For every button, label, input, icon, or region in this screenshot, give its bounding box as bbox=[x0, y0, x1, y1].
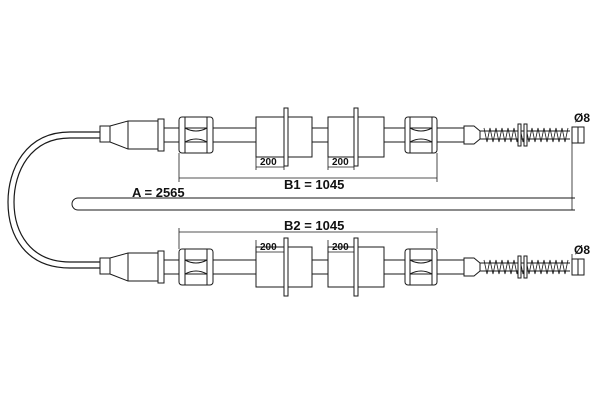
dim-a-label: A = 2565 bbox=[132, 185, 185, 200]
top-grommet-2 bbox=[327, 107, 385, 167]
bottom-dimensions bbox=[178, 228, 438, 253]
top-seg2-label: 200 bbox=[332, 157, 349, 168]
bottom-diameter-label: Ø8 bbox=[574, 243, 590, 257]
top-diameter-label: Ø8 bbox=[574, 111, 590, 125]
bottom-cable bbox=[99, 237, 585, 297]
bottom-grommet-2 bbox=[327, 237, 385, 297]
top-grommet-1 bbox=[255, 107, 313, 167]
top-nut-right bbox=[404, 116, 438, 154]
top-dimensions bbox=[178, 153, 438, 182]
top-seg1-label: 200 bbox=[260, 157, 277, 168]
dim-b1-label: B1 = 1045 bbox=[284, 177, 344, 192]
top-cable bbox=[99, 107, 585, 167]
bottom-seg1-label: 200 bbox=[260, 242, 277, 253]
cable-loop bbox=[7, 131, 100, 269]
bottom-nut-right bbox=[404, 248, 438, 286]
bottom-grommet-1 bbox=[255, 237, 313, 297]
dimension-a: A = 2565 bbox=[71, 140, 575, 270]
bottom-seg2-label: 200 bbox=[332, 242, 349, 253]
top-nut-left bbox=[178, 116, 214, 154]
bottom-nut-left bbox=[178, 248, 214, 286]
dim-b2-label: B2 = 1045 bbox=[284, 218, 344, 233]
